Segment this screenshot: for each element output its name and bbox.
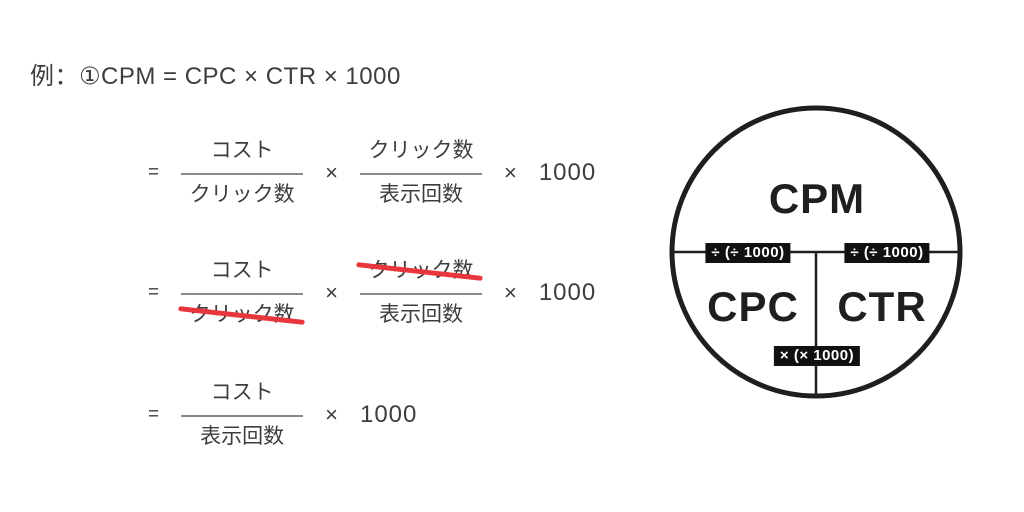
fraction-denominator: 表示回数 bbox=[378, 182, 463, 206]
multiply-sign: × bbox=[325, 402, 338, 427]
constant-1000: 1000 bbox=[538, 159, 597, 186]
fraction-clicks-over-impressions: クリック数 表示回数 bbox=[359, 132, 482, 214]
formula-row-1: = コスト クリック数 × クリック数 表示回数 × 1000 bbox=[148, 131, 596, 215]
fraction-bar bbox=[181, 292, 304, 295]
fraction-numerator: クリック数 bbox=[368, 259, 474, 283]
fraction-denominator: クリック数 bbox=[189, 302, 295, 326]
fraction-numerator: コスト bbox=[210, 259, 274, 283]
fraction-cost-over-impressions: コスト 表示回数 bbox=[181, 374, 304, 456]
multiply-badge-bottom: × (× 1000) bbox=[773, 346, 861, 366]
fraction-denominator: 表示回数 bbox=[200, 424, 285, 448]
fraction-numerator: コスト bbox=[210, 381, 274, 405]
fraction-numerator: クリック数 bbox=[368, 139, 474, 163]
fraction-denominator: クリック数 bbox=[189, 182, 295, 206]
multiply-sign: × bbox=[325, 280, 338, 305]
page-title: 例：①CPM = CPC × CTR × 1000 bbox=[30, 63, 401, 90]
constant-1000: 1000 bbox=[359, 401, 418, 428]
divide-badge-left: ÷ (÷ 1000) bbox=[705, 243, 791, 263]
circle-outline bbox=[669, 105, 963, 399]
multiply-sign: × bbox=[503, 160, 517, 185]
fraction-cost-over-clicks: コスト クリック数 bbox=[177, 252, 305, 334]
cancelled-term: クリック数 bbox=[356, 258, 484, 284]
equals-sign: = bbox=[148, 282, 160, 303]
cpm-label: CPM bbox=[768, 175, 866, 222]
fraction-bar bbox=[359, 292, 482, 295]
equals-sign: = bbox=[148, 162, 160, 183]
fraction-cost-over-clicks: コスト クリック数 bbox=[181, 132, 304, 214]
fraction-numerator: コスト bbox=[210, 139, 274, 163]
fraction-bar bbox=[181, 172, 304, 175]
fraction-bar bbox=[359, 172, 482, 175]
ctr-label: CTR bbox=[837, 283, 927, 330]
multiply-sign: × bbox=[325, 160, 338, 185]
divide-badge-right: ÷ (÷ 1000) bbox=[844, 243, 930, 263]
formula-row-3: = コスト 表示回数 × 1000 bbox=[148, 373, 417, 457]
fraction-bar bbox=[181, 414, 304, 417]
equals-sign: = bbox=[148, 404, 160, 425]
fraction-clicks-over-impressions: クリック数 表示回数 bbox=[356, 252, 484, 334]
fraction-denominator: 表示回数 bbox=[378, 302, 463, 326]
formula-row-2: = コスト クリック数 × クリック数 表示回数 × 1000 bbox=[148, 251, 596, 335]
multiply-sign: × bbox=[503, 280, 517, 305]
cpc-label: CPC bbox=[707, 283, 799, 330]
cpm-circle-diagram: CPM CPC CTR ÷ (÷ 1000) ÷ (÷ 1000) × (× 1… bbox=[666, 102, 966, 402]
constant-1000: 1000 bbox=[538, 279, 597, 306]
cancelled-term: クリック数 bbox=[177, 302, 305, 328]
